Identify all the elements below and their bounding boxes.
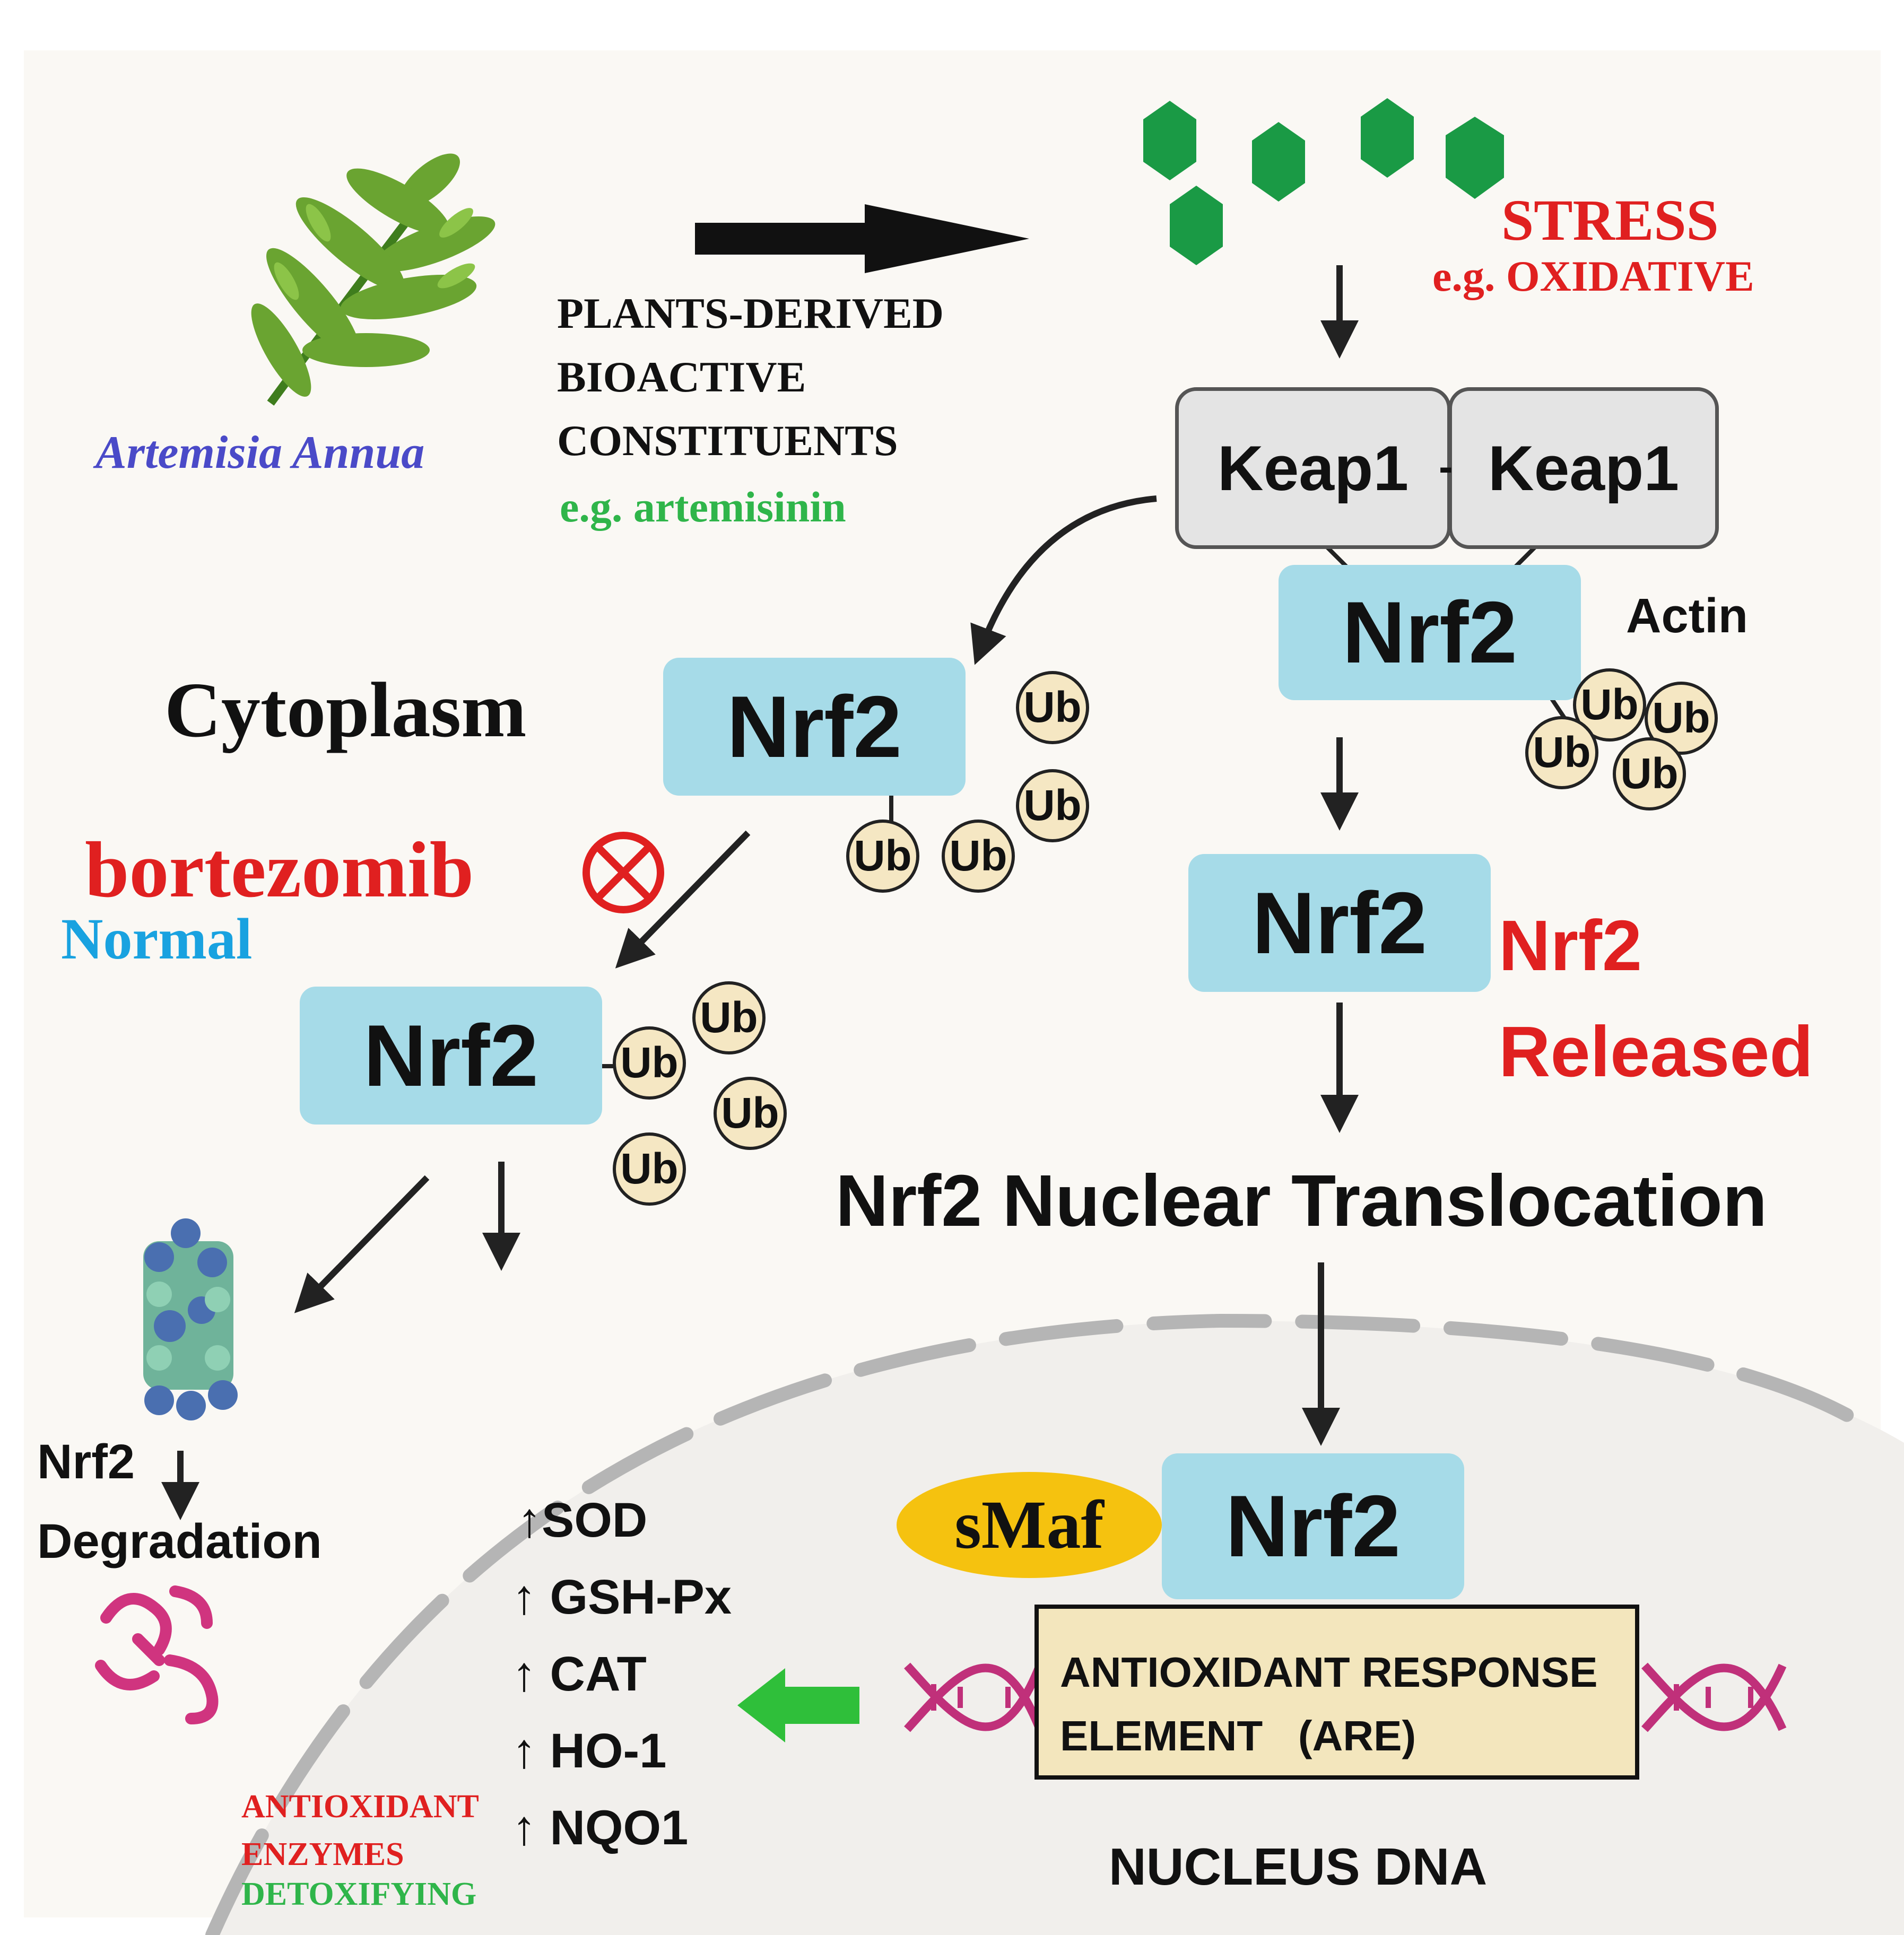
are-line2: ELEMENT (ARE)	[1060, 1712, 1416, 1759]
plant-name: Artemisia Annua	[95, 427, 425, 478]
keap1-to-cytoplasm-arrow	[970, 495, 1157, 665]
enzyme-gsh-px: ↑ GSH-Px	[512, 1570, 732, 1624]
degradation-line1: Nrf2	[37, 1435, 135, 1489]
stress-molecules	[1143, 98, 1504, 265]
enzyme-nqo1: ↑ NQO1	[512, 1801, 689, 1855]
nrf2-nuclear: Nrf2	[1162, 1453, 1464, 1599]
ub-chain-cyto-1: Ub	[1016, 671, 1089, 744]
stress-title: STRESS	[1501, 188, 1719, 252]
actin-label: Actin	[1626, 589, 1748, 643]
ub-chain-actin-3: Ub	[1525, 716, 1598, 789]
enzyme-ho-1: ↑ HO-1	[512, 1724, 667, 1778]
released-line1: Nrf2	[1499, 905, 1642, 986]
normal-label: Normal	[61, 907, 253, 971]
to-proteasome-arrow	[294, 1175, 430, 1313]
to-normal-nrf2-arrow	[615, 830, 751, 969]
enzyme-class-line3: DETOXIFYING	[241, 1876, 477, 1912]
constituents-line1: PLANTS-DERIVED	[557, 289, 944, 337]
ub-chain-cyto-3: Ub	[846, 820, 919, 893]
are-box: ANTIOXIDANT RESPONSE ELEMENT (ARE)	[1034, 1605, 1639, 1780]
inhibition-icon	[582, 832, 664, 913]
bortezomib-label: bortezomib	[85, 826, 474, 914]
ub-chain-normal-3: Ub	[714, 1077, 787, 1150]
ub-chain-cyto-2: Ub	[1016, 769, 1089, 842]
nrf2-normal-path: Nrf2	[300, 987, 602, 1125]
nrf2-keap1-bound: Nrf2	[1279, 565, 1581, 700]
degradation-line2: Degradation	[37, 1514, 322, 1568]
ub-chain-actin-4: Ub	[1613, 737, 1686, 810]
nrf2-released: Nrf2	[1188, 854, 1491, 992]
constituents-line2: BIOACTIVE	[557, 353, 806, 401]
degraded-peptides-icon	[95, 1585, 219, 1724]
translocation-label: Nrf2 Nuclear Translocation	[836, 1160, 1768, 1242]
artemisia-leaf-icon	[251, 153, 495, 406]
ub-chain-cyto-4: Ub	[942, 820, 1015, 893]
nucleus-dna-label: NUCLEUS DNA	[1109, 1837, 1488, 1896]
dna-helix-left	[904, 1662, 1044, 1732]
are-line1: ANTIOXIDANT RESPONSE	[1060, 1649, 1598, 1696]
keap1-left: Keap1	[1175, 387, 1451, 549]
ub-chain-normal-2: Ub	[613, 1026, 686, 1100]
dna-helix-right	[1641, 1662, 1787, 1732]
artemisinin-example: e.g. artemisinin	[560, 483, 846, 531]
enzyme-sod: ↑SOD	[517, 1493, 648, 1547]
enzyme-class-line1: ANTIOXIDANT	[241, 1789, 479, 1825]
nuclear-envelope	[205, 1313, 1874, 1935]
ub-chain-normal-4: Ub	[613, 1132, 686, 1206]
constituents-line3: CONSTITUENTS	[557, 416, 898, 465]
nrf2-cytoplasm: Nrf2	[663, 658, 966, 796]
cytoplasm-label: Cytoplasm	[164, 667, 527, 754]
ub-chain-normal-1: Ub	[692, 981, 766, 1054]
stress-example: e.g. OXIDATIVE	[1432, 252, 1754, 300]
enzyme-cat: ↑ CAT	[512, 1647, 647, 1701]
enzyme-class-line2: ENZYMES	[241, 1836, 404, 1872]
proteasome-icon	[143, 1218, 238, 1420]
smaf-protein: sMaf	[897, 1472, 1162, 1578]
keap1-dimer-link: -	[1439, 443, 1453, 490]
keap1-right: Keap1	[1448, 387, 1719, 549]
plant-to-stress-arrow	[695, 204, 1029, 273]
green-output-arrow	[737, 1668, 859, 1742]
released-line2: Released	[1499, 1012, 1813, 1092]
